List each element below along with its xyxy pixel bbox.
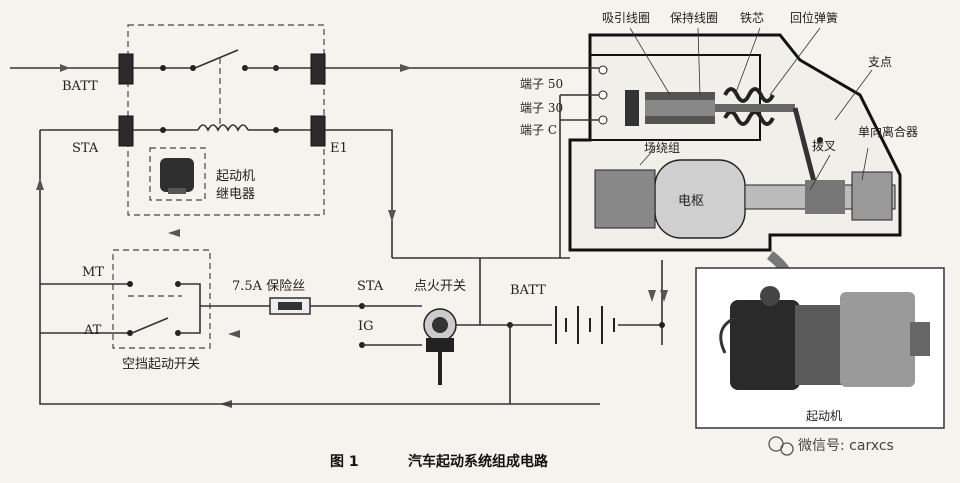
terminal-50-label: 端子 50 [520,77,563,91]
figure-title: 汽车起动系统组成电路 [408,453,549,470]
neutral-switch-label: 空挡起动开关 [122,357,200,372]
battery-symbol [555,306,615,344]
commutator [594,169,656,229]
one-way-clutch [851,171,893,221]
terminal-30-label: 端子 30 [520,101,563,115]
relay-name-line1: 起动机 [216,169,255,184]
relay-e1-label: E1 [330,141,348,156]
relay-e1-terminal [310,115,326,147]
flow-arrow [400,64,412,72]
mt-label: MT [82,265,104,280]
ignition-ig-label: IG [358,319,374,334]
relay-batt-label: BATT [62,79,98,94]
contact-plate [625,90,639,126]
at-contact [131,317,169,334]
terminal-c-label: 端子 C [520,123,557,137]
battery-label: BATT [510,283,546,298]
neutral-switch-outline [112,249,211,349]
watermark: 微信号: carxcs [798,438,894,454]
wire-sta-left [39,129,128,310]
fuse-label: 7.5A 保险丝 [232,279,305,294]
relay-sta-label: STA [72,141,99,156]
ignition-switch-label: 点火开关 [414,279,466,294]
starter-motor-cutaway [560,33,902,252]
pinion-gear [805,180,845,214]
starter-photo [719,286,930,390]
pivot-label: 支点 [868,55,892,69]
hold-coil [645,100,715,116]
ignition-key [426,338,454,352]
relay-coil [197,124,249,132]
relay-icon-frame [149,147,206,201]
relay-out-terminal [310,53,326,85]
flow-arrow [228,330,240,338]
one-way-clutch-label: 单向离合器 [858,124,918,139]
relay-batt-terminal [118,53,134,85]
figure-number: 图 1 [330,454,359,470]
relay-name-line2: 继电器 [216,187,255,202]
pull-in-coil-label: 吸引线圈 [602,11,650,25]
flow-arrow [58,64,70,72]
field-winding-label: 场绕组 [644,141,680,155]
starter-photo-label: 起动机 [806,409,842,423]
hold-coil-label: 保持线圈 [670,10,718,25]
shift-fork-label: 拨叉 [812,139,836,153]
iron-core [715,104,795,112]
relay-contact [194,49,239,69]
return-spring-label: 回位弹簧 [790,10,838,25]
armature-label: 电枢 [678,194,704,209]
return-spring [723,87,775,103]
flow-arrow [36,178,44,190]
relay-sta-terminal [118,115,134,147]
ignition-sta-label: STA [357,279,384,294]
iron-core-label: 铁芯 [740,11,764,25]
flow-arrow [388,210,396,222]
flow-arrow [168,229,180,237]
relay-icon [160,158,194,192]
at-label: AT [83,323,102,338]
wire-ground-return [39,310,600,405]
wechat-icon [768,436,794,456]
